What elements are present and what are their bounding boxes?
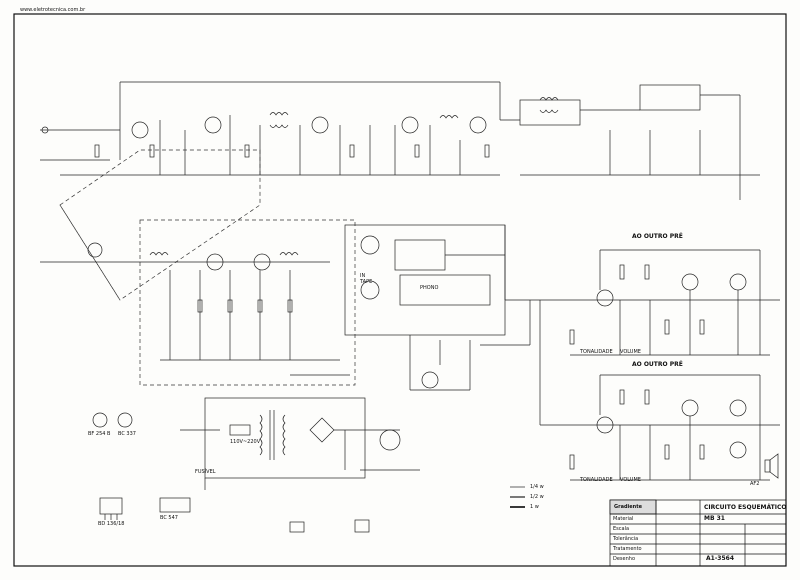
volume-b-label: VOLUME	[620, 477, 641, 483]
tone-a-label: TONALIDADE	[580, 349, 613, 355]
tone-b-label: TONALIDADE	[580, 477, 613, 483]
title-row-label: Tratamento	[613, 546, 642, 552]
drawing-title: CIRCUITO ESQUEMÁTICO	[704, 504, 787, 511]
component-outlines	[92, 412, 370, 533]
input-label: IN	[360, 273, 366, 279]
volume-a-label: VOLUME	[620, 349, 641, 355]
legend-label: 1 w	[530, 504, 539, 510]
power-supply	[180, 397, 420, 490]
maker-label: Gradiente	[614, 504, 642, 510]
legend-label: 1/2 w	[530, 494, 544, 500]
legend-label: 1/4 w	[530, 484, 544, 490]
model-label: MB 31	[704, 515, 725, 522]
channel-b-label: AO OUTRO PRÉ	[632, 361, 683, 368]
drawing-number: A1-3564	[706, 555, 735, 562]
transistor-label: BC 547	[160, 515, 178, 521]
title-row-label: Escala	[613, 526, 630, 532]
phono-label: PHONO	[420, 285, 439, 291]
title-row-label: Desenho	[613, 556, 636, 562]
transistor-label: BD 136/18	[98, 521, 125, 527]
amp-channel-a	[540, 249, 780, 356]
fuse-label: FUSÍVEL	[195, 469, 216, 475]
title-block-frame	[609, 499, 787, 567]
transistor-label: BC 337	[118, 431, 136, 437]
tape-label: TAPE	[360, 279, 373, 285]
am-section	[40, 242, 350, 376]
channel-a-label: AO OUTRO PRÉ	[632, 233, 683, 240]
shield-outlines	[59, 149, 356, 386]
speaker-output-label: AF2	[750, 481, 760, 487]
title-row-label: Material	[613, 516, 634, 522]
tuner-section	[40, 81, 760, 200]
legend-lines	[510, 486, 525, 508]
title-row-label: Tolerância	[613, 536, 639, 542]
transistor-label: BF 254 B	[88, 431, 111, 437]
watermark-text: www.eletrotecnica.com.br	[20, 7, 86, 13]
amp-channel-b	[539, 300, 780, 481]
selector-switch	[344, 224, 540, 391]
mains-label: 110V~220V	[230, 439, 261, 445]
